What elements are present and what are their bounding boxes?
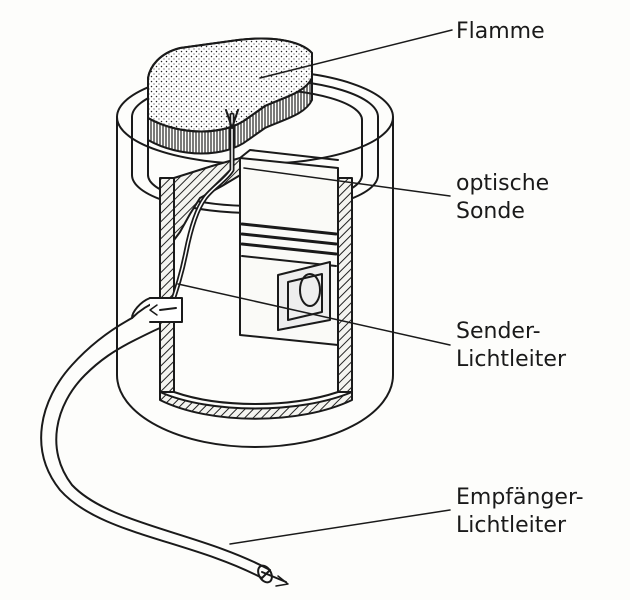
piston <box>239 149 339 346</box>
leader-empfaenger-lichtleiter <box>229 509 451 545</box>
wall-section-left <box>159 177 175 393</box>
label-optische: optische <box>456 171 550 196</box>
label-sender-lichtleiter: Lichtleiter <box>456 347 566 372</box>
fiber-bundle <box>40 299 271 579</box>
leader-optische-sonde <box>243 167 451 197</box>
wall-section-bottom <box>159 391 353 420</box>
label-empfaenger: Empfänger- <box>456 485 584 510</box>
flame-shape <box>147 37 313 155</box>
label-flamme: Flamme <box>456 19 545 44</box>
label-sonde: Sonde <box>456 199 525 224</box>
label-sender: Sender- <box>456 319 541 344</box>
wall-section-right <box>337 177 353 393</box>
leader-sender-lichtleiter <box>177 283 451 346</box>
label-empfaenger-lichtleiter: Lichtleiter <box>456 513 566 538</box>
leader-flamme <box>259 29 453 79</box>
